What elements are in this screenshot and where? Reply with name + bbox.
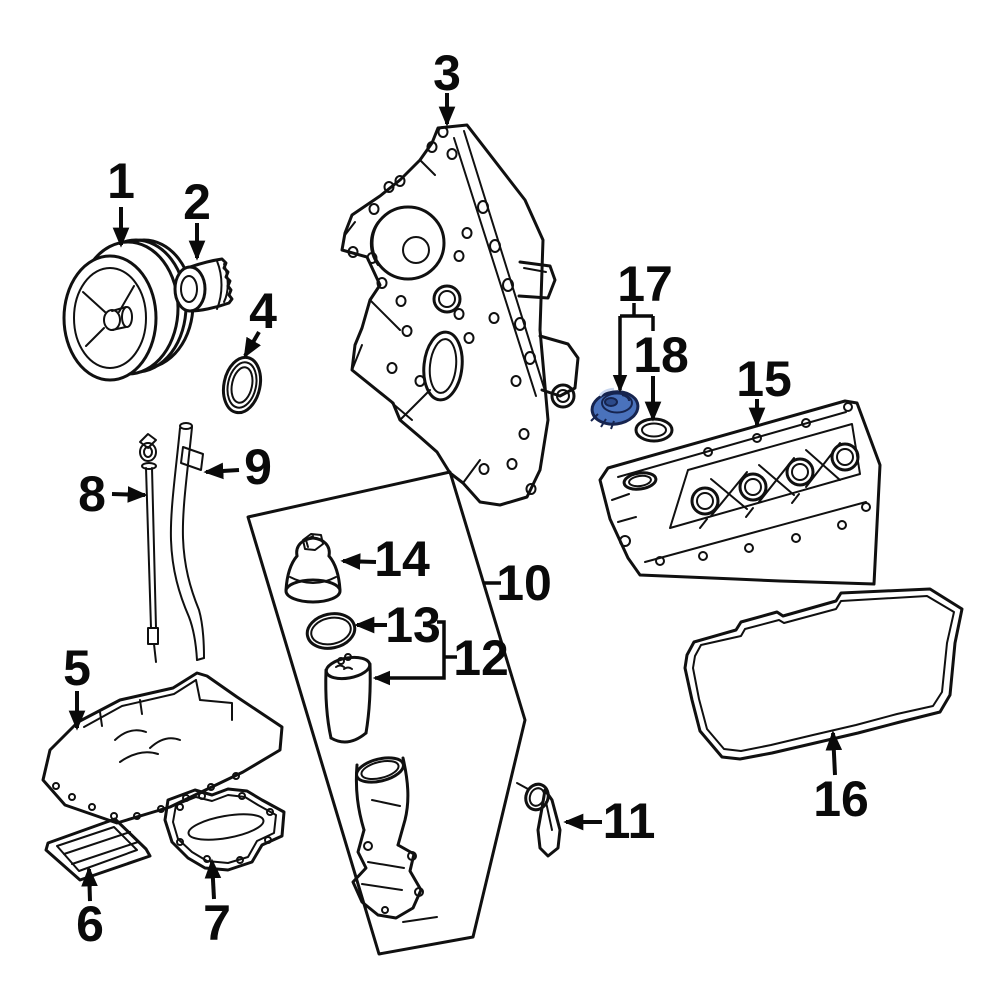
parts-box-10 [246, 470, 527, 956]
callout-7: 7 [203, 858, 231, 951]
callout-9-label: 9 [244, 439, 272, 495]
callout-11-label: 11 [603, 793, 656, 849]
callout-8: 8 [78, 466, 148, 522]
callout-6-label: 6 [76, 896, 104, 952]
part-8-oil-dipstick [139, 433, 159, 663]
callout-10: 10 [483, 555, 552, 611]
callout-1: 1 [107, 153, 135, 248]
part-11-gasket [516, 782, 562, 858]
callout-2: 2 [183, 174, 211, 261]
cap-center [604, 397, 618, 407]
callout-9: 9 [203, 439, 272, 495]
part-12-oil-filter-element [324, 653, 372, 744]
part-15-valve-cover [598, 399, 882, 586]
part-3-timing-cover [340, 123, 580, 507]
callout-13-label: 13 [385, 597, 441, 653]
callout-13: 13 [354, 597, 441, 653]
callouts: 1 2 3 4 5 6 7 8 [63, 45, 869, 952]
callout-14-label: 14 [374, 531, 430, 587]
part-7-baffle-plate [163, 787, 286, 872]
callout-1-label: 1 [107, 153, 135, 209]
callout-5-label: 5 [63, 640, 91, 696]
part-14-oil-filter-cap [284, 533, 342, 604]
callout-12-label: 12 [453, 630, 509, 686]
part-5-oil-pan [41, 671, 284, 825]
part-2-pulley [173, 257, 234, 313]
callout-11: 11 [563, 793, 656, 849]
callout-6: 6 [76, 866, 104, 952]
callout-3-label: 3 [433, 45, 461, 101]
callout-17: 17 [612, 256, 673, 393]
callout-8-label: 8 [78, 466, 106, 522]
callout-4-label: 4 [249, 283, 277, 339]
callout-17-label: 17 [617, 256, 673, 312]
callout-16-label: 16 [813, 771, 869, 827]
callout-14: 14 [340, 531, 430, 587]
oil-filter-housing [351, 756, 438, 923]
callout-15: 15 [736, 351, 792, 428]
callout-18-label: 18 [633, 327, 689, 383]
callout-15-label: 15 [736, 351, 792, 407]
callout-5: 5 [63, 640, 91, 731]
callout-3: 3 [433, 45, 461, 127]
callout-18: 18 [633, 327, 689, 422]
callout-10-label: 10 [496, 555, 552, 611]
part-9-dipstick-tube [169, 422, 205, 661]
callout-2-label: 2 [183, 174, 211, 230]
callout-16: 16 [813, 730, 869, 827]
part-16-valve-cover-gasket [683, 587, 964, 761]
part-6-baffle-plate [44, 817, 152, 882]
callout-7-label: 7 [203, 895, 231, 951]
callout-4: 4 [243, 283, 277, 359]
callout-12: 12 [372, 620, 509, 686]
